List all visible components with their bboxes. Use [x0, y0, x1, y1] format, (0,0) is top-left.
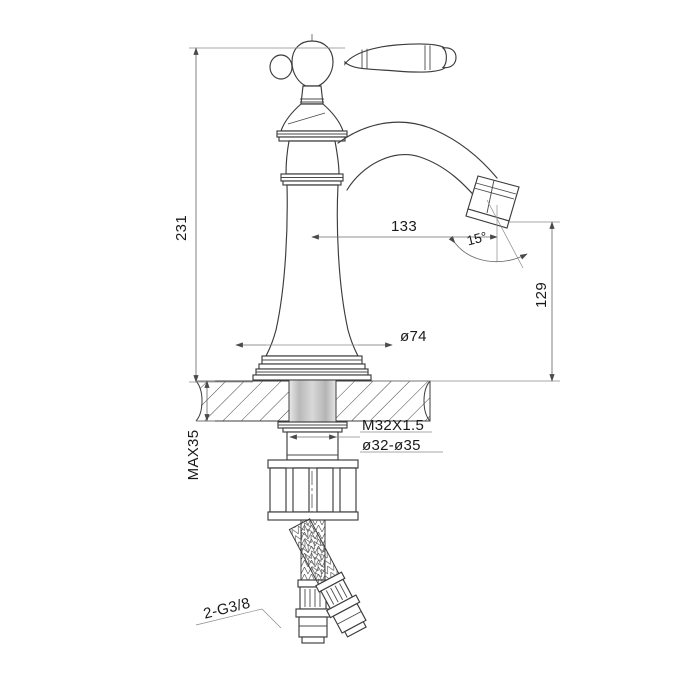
dimension-thread-spec: M32X1.5 ø32-ø35 — [289, 417, 443, 454]
dim-label-d74: ø74 — [400, 328, 427, 345]
dim-label-g38: 2-G3/8 — [202, 595, 252, 623]
spout — [337, 121, 520, 229]
handle-hub — [269, 40, 348, 142]
dim-label-hole-range: ø32-ø35 — [362, 437, 421, 454]
dimension-base-diameter: ø74 — [235, 328, 427, 348]
dimension-inlet-thread: 2-G3/8 — [195, 595, 282, 629]
dim-label-angle: 15° — [465, 229, 488, 248]
dim-label-129: 129 — [533, 282, 550, 308]
dim-label-231: 231 — [173, 215, 190, 241]
dim-label-max35: MAX35 — [185, 430, 202, 481]
supply-hose-left — [288, 518, 367, 638]
threaded-shank — [277, 379, 348, 461]
dimension-spout-height: 129 — [372, 221, 560, 382]
body-column — [252, 140, 372, 381]
dimension-outlet-angle: 15° — [448, 199, 528, 269]
dim-label-133: 133 — [391, 218, 417, 235]
dimension-counter-thickness: MAX35 — [185, 380, 215, 481]
fixing-nut — [267, 459, 359, 521]
dim-label-thread: M32X1.5 — [362, 417, 424, 434]
dimension-overall-height: 231 — [173, 47, 345, 383]
countertop-section — [195, 380, 431, 422]
handle-lever — [344, 43, 457, 73]
